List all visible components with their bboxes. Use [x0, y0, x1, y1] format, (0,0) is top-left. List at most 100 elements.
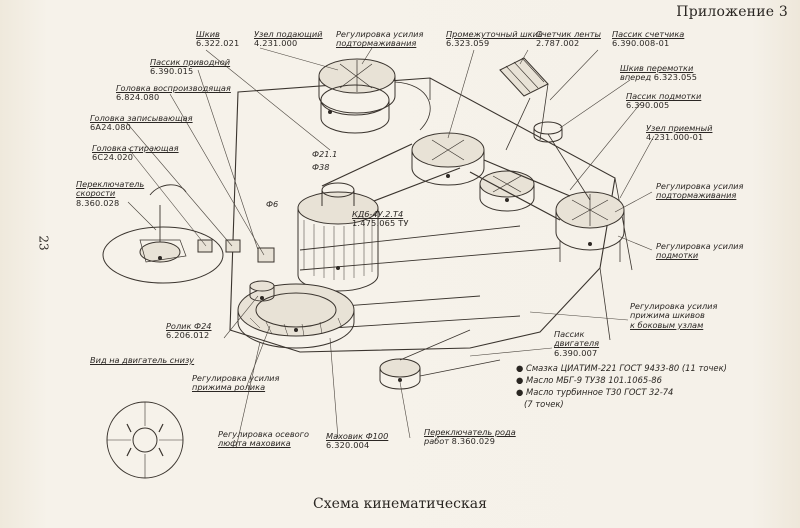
- label-name: Шкив перемотки: [620, 63, 694, 73]
- label-code: 6.824.080: [116, 92, 160, 103]
- label-pulley-pressure-adjust: Регулировка усилия прижима шкивов к боко…: [630, 301, 717, 330]
- label-name: Переключатель: [76, 179, 145, 189]
- label-name: Пассик: [554, 329, 585, 339]
- erase-head: [197, 239, 213, 253]
- rewind-pulley: [533, 121, 591, 201]
- label-name: Ролик Ф24: [166, 321, 212, 331]
- legend-text: Масло турбинное Т30 ГОСТ 32-74: [525, 387, 674, 397]
- label-drive-belt: Пассик приводной 6.390.015: [150, 57, 231, 77]
- label-name: Маховик Ф100: [326, 431, 389, 441]
- label-code: 6А24.080: [90, 122, 132, 133]
- label-name2: прижима ролика: [192, 382, 266, 393]
- label-name2: скорости: [76, 188, 116, 199]
- label-name2: люфта маховика: [218, 438, 291, 449]
- label-name: Узел приемный: [646, 123, 713, 133]
- label-code: 4.231.000: [254, 38, 298, 49]
- label-takeup-adjust: Регулировка усилия подмотки: [656, 241, 744, 261]
- label-name2: подмотки: [656, 250, 699, 261]
- figure-caption: Схема кинематическая: [313, 496, 487, 512]
- label-name2: работ: [424, 436, 450, 447]
- label-motor-kd: КД6-4У.2.Т4 1.475.065 ТУ: [352, 209, 409, 229]
- legend-dot-icon: ●: [516, 387, 524, 397]
- tape-counter: [499, 57, 549, 151]
- label-axial-play-adjust: Регулировка осевого люфта маховика: [218, 429, 309, 449]
- label-phi211: Ф21.1: [312, 149, 338, 159]
- label-name: Узел подающий: [254, 29, 323, 39]
- label-playback-head: Головка воспроизводящая 6.824.080: [116, 83, 231, 103]
- label-name2: подтормаживания: [336, 38, 417, 49]
- label-code: 4.231.000-01: [646, 132, 704, 143]
- label-pinch-roller: Ролик Ф24 6.206.012: [166, 321, 212, 341]
- label-code: 8.360.029: [451, 436, 496, 447]
- label-name2: прижима шкивов: [630, 310, 705, 321]
- label-phi6: Ф6: [266, 199, 279, 209]
- label-motor-bottom-view: Вид на двигатель снизу: [90, 355, 195, 365]
- lubrication-points: [158, 110, 592, 382]
- label-supply-unit: Узел подающий 4.231.000: [254, 29, 323, 49]
- label-record-head: Головка записывающая 6А24.080: [90, 113, 193, 133]
- motor: [297, 182, 379, 292]
- drive-belt: [321, 143, 571, 221]
- counter-pulley: [479, 170, 535, 212]
- label-code: 1.475.065 ТУ: [352, 218, 409, 229]
- label-motor-belt: Пассик двигателя 6.390.007: [554, 329, 599, 358]
- legend-row-3: ● Масло турбинное Т30 ГОСТ 32-74: [516, 386, 727, 398]
- label-brake-adjust-right: Регулировка усилия подтормаживания: [656, 181, 744, 201]
- appendix-title: Приложение 3: [676, 4, 788, 20]
- label-name: Переключатель рода: [424, 427, 516, 437]
- label-name2: подтормаживания: [656, 190, 737, 201]
- legend-text: (7 точек): [524, 399, 564, 409]
- label-code: 6С24.020: [92, 152, 134, 163]
- take-up-reel-unit: [555, 191, 625, 262]
- label-name: Пассик приводной: [150, 57, 231, 67]
- speed-switch: [102, 184, 224, 284]
- label-name: Регулировка усилия: [656, 241, 744, 251]
- pinch-roller: [249, 280, 275, 302]
- label-code: 8.360.028: [76, 197, 120, 208]
- label-counter-belt: Пассик счетчика 6.390.008-01: [612, 29, 685, 49]
- label-name: Регулировка усилия: [336, 29, 424, 39]
- label-code: 6.390.005: [626, 100, 670, 111]
- label-roller-pressure-adjust: Регулировка усилия прижима ролика: [192, 373, 280, 393]
- flywheel: [237, 283, 355, 349]
- label-name: Головка записывающая: [90, 113, 193, 123]
- label-intermediate-pulley: Промежуточный шкив 6.323.059: [446, 29, 543, 49]
- label-code: 6.390.008-01: [612, 38, 670, 49]
- legend-row-2: ● Масло МБГ-9 ТУ38 101.1065-86: [516, 374, 727, 386]
- label-name: Головка стирающая: [92, 143, 179, 153]
- legend-row-4: (7 точек): [516, 398, 727, 410]
- label-name3: к боковым узлам: [630, 319, 704, 330]
- label-takeup-belt: Пассик подмотки 6.390.005: [626, 91, 702, 111]
- intermediate-pulley: [411, 132, 485, 186]
- label-code: 6.320.004: [326, 440, 370, 451]
- legend-dot-icon: ●: [516, 363, 524, 373]
- label-code: 6.323.059: [446, 38, 490, 49]
- mode-switch: [379, 329, 501, 390]
- label-name: Пассик счетчика: [612, 29, 685, 39]
- legend-text: Смазка ЦИАТИМ-221 ГОСТ 9433-80 (11 точек…: [525, 363, 727, 373]
- label-name: Регулировка усилия: [192, 373, 280, 383]
- label-name: Регулировка усилия: [656, 181, 744, 191]
- label-code: 2.787.002: [536, 38, 580, 49]
- legend-dot-icon: ●: [516, 375, 524, 385]
- label-flywheel: Маховик Ф100 6.320.004: [326, 431, 389, 451]
- label-name: Вид на двигатель снизу: [90, 355, 195, 365]
- label-code: 6.390.007: [554, 347, 598, 358]
- label-takeup-unit: Узел приемный 4.231.000-01: [646, 123, 713, 143]
- label-mode-switch: Переключатель рода работ 8.360.029: [424, 427, 516, 447]
- label-name: Шкив: [196, 29, 220, 39]
- playback-head: [257, 247, 275, 263]
- label-code: 6.206.012: [166, 330, 210, 341]
- label-name2: вперед: [620, 72, 652, 83]
- motor-bottom-view: [106, 401, 184, 479]
- label-name: Головка воспроизводящая: [116, 83, 231, 93]
- label-name: Счетчик ленты: [536, 29, 601, 39]
- label-tape-counter: Счетчик ленты 2.787.002: [536, 29, 601, 49]
- label-name: Пассик подмотки: [626, 91, 702, 101]
- label-phi38: Ф38: [312, 162, 330, 172]
- label-code: 6.322.021: [196, 38, 240, 49]
- label-rewind-pulley: Шкив перемотки вперед 6.323.055: [620, 63, 697, 83]
- base-plate: [229, 77, 616, 353]
